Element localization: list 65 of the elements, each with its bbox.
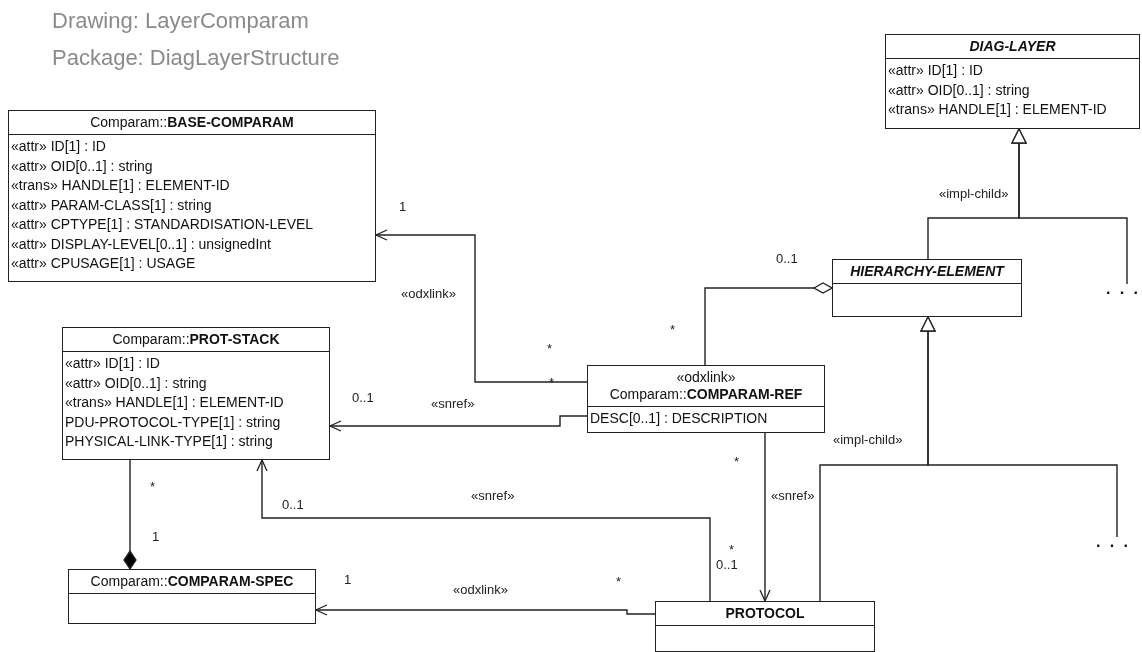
class-name: Comparam::COMPARAM-REF — [609, 386, 803, 403]
connector-line — [759, 432, 771, 602]
attribute-text: PDU-PROTOCOL-TYPE[1] : string — [65, 412, 282, 432]
class-name: HIERARCHY-ELEMENT — [850, 263, 1004, 280]
attribute-text: PHYSICAL-LINK-TYPE[1] : string — [65, 432, 274, 451]
edge-label: «impl-child» — [832, 432, 904, 447]
edge-label: «odxlink» — [452, 582, 509, 597]
edge-label: «snref» — [770, 488, 816, 503]
attribute-text: «attr» DISPLAY-LEVEL[0..1] : unsignedInt — [11, 234, 272, 254]
class-box — [655, 601, 875, 652]
attribute-text: «attr» OID[0..1] : string — [888, 80, 1031, 100]
connector-line — [315, 604, 656, 616]
attribute-text: «attr» OID[0..1] : string — [11, 156, 154, 176]
attribute-text: «attr» CPTYPE[1] : STANDARDISATION-LEVEL — [11, 215, 315, 234]
class-box — [8, 110, 376, 282]
multiplicity-label: * — [549, 375, 555, 390]
multiplicity-label: * — [729, 542, 735, 557]
multiplicity-label: 0..1 — [352, 390, 374, 405]
attribute-text: «trans» HANDLE[1] : ELEMENT-ID — [65, 393, 285, 412]
class-box — [587, 365, 825, 433]
connector-line — [920, 316, 1118, 538]
attribute-text: «trans» HANDLE[1] : ELEMENT-ID — [11, 176, 231, 195]
multiplicity-label: 1 — [399, 199, 407, 214]
attribute-text: DESC[0..1] : DESCRIPTION — [590, 409, 769, 428]
ellipsis-text: · · · — [1096, 537, 1140, 555]
multiplicity-label: 1 — [344, 572, 352, 587]
multiplicity-label: * — [547, 341, 553, 356]
class-name: Comparam::COMPARAM-SPEC — [90, 573, 294, 590]
edge-label: «snref» — [430, 396, 476, 411]
attribute-text: «attr» PARAM-CLASS[1] : string — [11, 195, 213, 215]
multiplicity-label: 1 — [152, 529, 160, 544]
attribute-text: «attr» ID[1] : ID — [65, 354, 161, 373]
multiplicity-label: 0..1 — [776, 251, 798, 266]
class-box — [885, 34, 1140, 129]
multiplicity-label: 0..1 — [716, 557, 738, 572]
connector-line — [123, 459, 137, 570]
connector-line — [256, 459, 711, 602]
class-name: Comparam::BASE-COMPARAM — [90, 114, 294, 131]
class-name: Comparam::PROT-STACK — [112, 331, 280, 348]
edge-label: «snref» — [470, 488, 516, 503]
connector-line — [329, 415, 588, 432]
attribute-text: «attr» CPUSAGE[1] : USAGE — [11, 254, 197, 273]
heading-text: Package: DiagLayerStructure — [52, 45, 340, 71]
class-name: DIAG-LAYER — [969, 38, 1056, 55]
attribute-text: «attr» ID[1] : ID — [888, 61, 984, 80]
connector-line — [1011, 128, 1128, 285]
connector-line — [375, 229, 588, 383]
attribute-text: «trans» HANDLE[1] : ELEMENT-ID — [888, 100, 1108, 119]
heading-text: Drawing: LayerComparam — [52, 8, 309, 34]
class-box — [62, 327, 330, 460]
stereotype-label: «odxlink» — [676, 369, 736, 386]
class-box — [68, 569, 316, 624]
multiplicity-label: * — [734, 454, 740, 469]
connector-line — [704, 282, 833, 366]
multiplicity-label: * — [670, 322, 676, 337]
class-name: PROTOCOL — [725, 605, 805, 622]
multiplicity-label: 0..1 — [282, 497, 304, 512]
multiplicity-label: * — [150, 479, 156, 494]
multiplicity-label: * — [616, 574, 622, 589]
edge-label: «impl-child» — [938, 186, 1010, 201]
attribute-text: «attr» ID[1] : ID — [11, 137, 107, 156]
ellipsis-text: · · · — [1106, 284, 1142, 302]
edge-label: «odxlink» — [400, 286, 457, 301]
class-box — [832, 259, 1022, 317]
attribute-text: «attr» OID[0..1] : string — [65, 373, 208, 393]
